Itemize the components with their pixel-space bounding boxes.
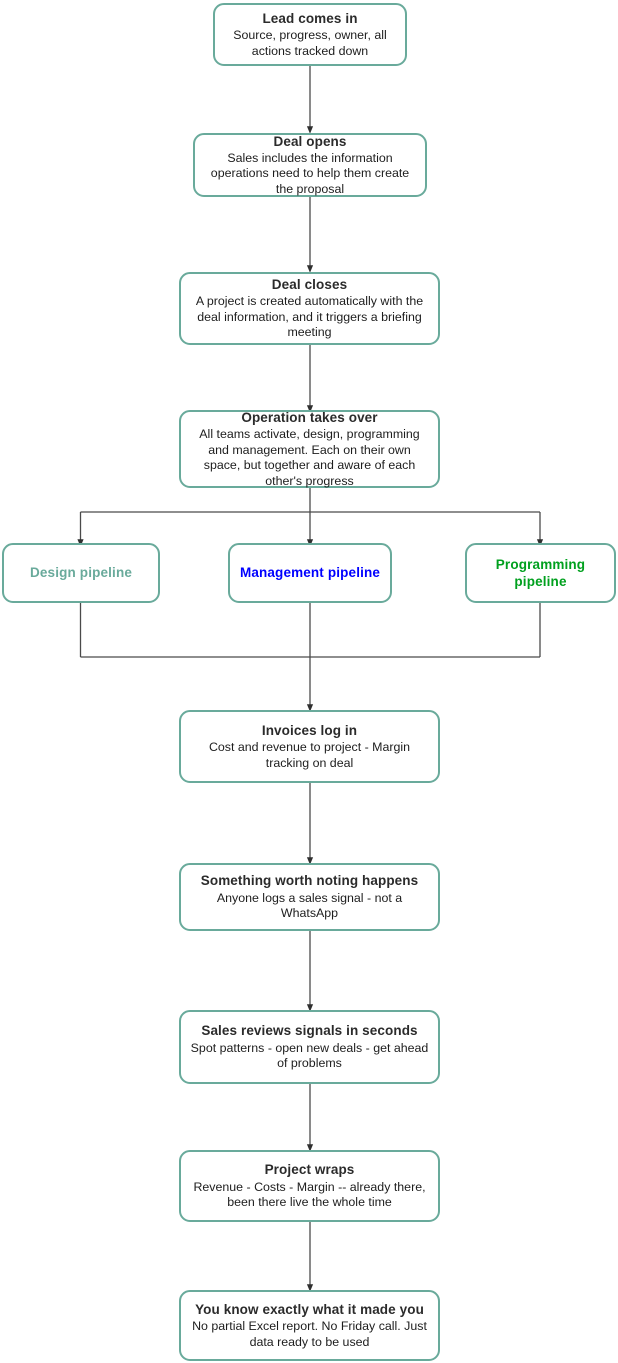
node-title: Something worth noting happens [200,873,419,889]
node-description: Cost and revenue to project - Margin tra… [208,740,411,770]
node-sales-reviews-signals[interactable]: Sales reviews signals in seconds Spot pa… [179,1010,440,1084]
node-title: Sales reviews signals in seconds [201,1023,418,1039]
node-lead-comes-in[interactable]: Lead comes in Source, progress, owner, a… [213,3,407,66]
node-invoices-log-in[interactable]: Invoices log in Cost and revenue to proj… [179,710,440,783]
node-title: You know exactly what it made you [195,1301,424,1317]
node-title: Management pipeline [239,565,381,581]
node-deal-closes[interactable]: Deal closes A project is created automat… [179,272,440,345]
node-title: Deal closes [271,277,348,293]
node-project-wraps[interactable]: Project wraps Revenue - Costs - Margin -… [179,1150,440,1222]
node-design-pipeline[interactable]: Design pipeline [2,543,160,603]
node-description: Revenue - Costs - Margin -- already ther… [193,1179,426,1210]
node-title: Project wraps [264,1162,355,1178]
node-title: Lead comes in [262,10,358,26]
node-description: A project is created automatically with … [195,294,424,340]
node-you-know-exactly[interactable]: You know exactly what it made you No par… [179,1290,440,1361]
node-something-worth-noting[interactable]: Something worth noting happens Anyone lo… [179,863,440,931]
node-title: Programming pipeline [495,556,586,589]
node-description: Spot patterns - open new deals - get ahe… [190,1040,429,1071]
node-title: Invoices log in [261,722,358,738]
node-title: Operation takes over [241,409,378,425]
node-description: Source, progress, owner, all actions tra… [233,28,387,58]
node-description: Anyone logs a sales signal - not a Whats… [216,890,403,921]
node-title: Design pipeline [29,565,133,581]
node-deal-opens[interactable]: Deal opens Sales includes the informatio… [193,133,427,197]
node-description: No partial Excel report. No Friday call.… [192,1319,427,1349]
node-programming-pipeline[interactable]: Programming pipeline [465,543,616,603]
node-operation-takes-over[interactable]: Operation takes over All teams activate,… [179,410,440,488]
node-description: All teams activate, design, programming … [199,427,420,488]
node-title: Deal opens [273,133,347,149]
node-description: Sales includes the information operation… [210,150,410,196]
node-management-pipeline[interactable]: Management pipeline [228,543,392,603]
